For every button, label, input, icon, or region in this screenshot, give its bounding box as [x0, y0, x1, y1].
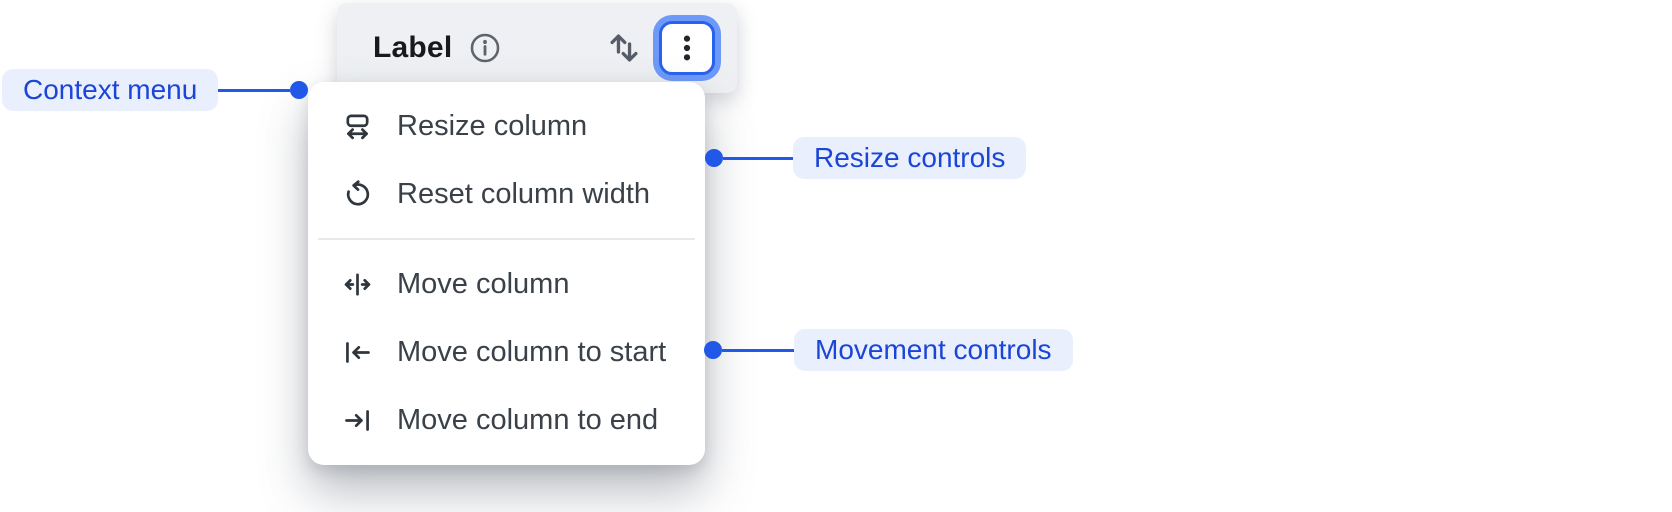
annotation-pill: Context menu — [2, 69, 219, 111]
menu-item-move-column[interactable]: Move column — [308, 250, 705, 318]
annotation-connector-dot — [290, 81, 309, 99]
menu-divider — [318, 238, 695, 240]
column-header: Label — [337, 3, 737, 93]
menu-item-label: Move column to end — [397, 403, 659, 436]
move-column-icon — [342, 269, 373, 300]
annotation-connector-dot — [704, 341, 722, 359]
menu-item-label: Move column to start — [397, 335, 667, 368]
reset-column-width-icon — [342, 179, 373, 210]
column-header-label: Label — [373, 31, 453, 64]
annotation-pill: Movement controls — [794, 329, 1073, 371]
annotation-connector-line — [218, 88, 291, 92]
annotation-pill: Resize controls — [793, 137, 1027, 179]
menu-item-label: Reset column width — [397, 177, 651, 210]
annotation-resize-controls: Resize controls — [705, 137, 1027, 179]
annotation-connector-line — [723, 156, 793, 160]
move-column-to-start-icon — [342, 337, 373, 368]
move-column-to-end-icon — [342, 405, 373, 436]
sort-arrows-icon[interactable] — [605, 29, 643, 67]
menu-item-label: Move column — [397, 267, 570, 300]
context-menu: Resize column Reset column width — [308, 82, 705, 465]
menu-item-reset-column-width[interactable]: Reset column width — [308, 160, 705, 228]
menu-item-resize-column[interactable]: Resize column — [308, 92, 705, 160]
info-icon[interactable] — [468, 31, 502, 65]
menu-item-move-column-to-end[interactable]: Move column to end — [308, 386, 705, 454]
annotation-connector-dot — [705, 149, 723, 167]
annotation-movement-controls: Movement controls — [704, 329, 1073, 371]
annotation-connector-line — [722, 348, 794, 352]
column-menu-button[interactable] — [659, 21, 715, 75]
resize-column-icon — [342, 111, 373, 142]
menu-item-label: Resize column — [397, 109, 588, 142]
annotation-context-menu: Context menu — [2, 69, 309, 111]
kebab-menu-icon — [670, 31, 704, 65]
menu-item-move-column-to-start[interactable]: Move column to start — [308, 318, 705, 386]
